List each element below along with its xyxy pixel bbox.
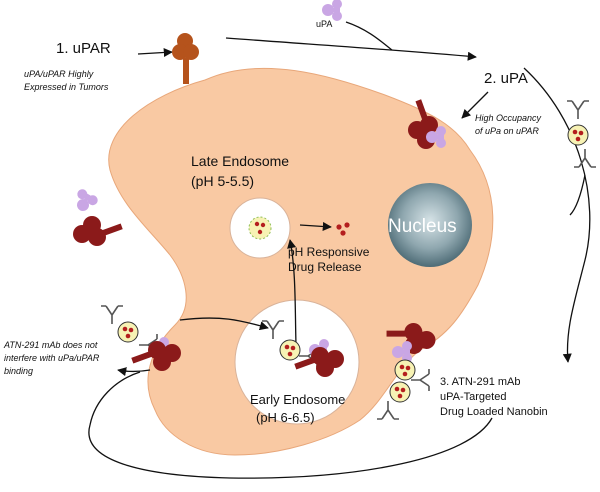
upa-title: 2. uPA: [484, 70, 528, 87]
nanobin-line1: 3. ATN-291 mAb: [440, 376, 521, 388]
early-endosome-line2: (pH 6-6.5): [256, 410, 315, 425]
late-endosome-nanobin: [248, 216, 272, 240]
nanobin-line2: uPA-Targeted: [440, 391, 506, 403]
nucleus-label: Nucleus: [388, 216, 457, 237]
upar-title: 1. uPAR: [56, 40, 111, 57]
upar-note-line2: Expressed in Tumors: [24, 82, 109, 92]
late-endosome-line2: (pH 5-5.5): [191, 173, 254, 189]
occupancy-line1: High Occupancy: [475, 113, 542, 123]
occupancy-line2: of uPa on uPAR: [475, 126, 539, 136]
nanobin-line3: Drug Loaded Nanobin: [440, 406, 548, 418]
arrows: [88, 21, 591, 479]
receptor-upa-complex-left: [70, 187, 123, 246]
cell-body: [108, 67, 494, 456]
atn-note-line2: interfere with uPa/uPAR: [4, 353, 100, 363]
release-line2: Drug Release: [288, 260, 362, 274]
atn-note-line3: binding: [4, 366, 33, 376]
early-endosome: [234, 299, 360, 425]
upar-receptor-top: [172, 33, 199, 84]
nucleus: [388, 183, 472, 267]
upa-small-label: uPA: [316, 19, 332, 29]
released-drug-dots: [336, 222, 350, 236]
nanobins-right: [566, 100, 597, 168]
early-endosome-line1: Early Endosome: [250, 392, 345, 407]
release-line1: pH Responsive: [288, 245, 370, 259]
upa-icon-top: [322, 0, 342, 21]
upar-note-line1: uPA/uPAR Highly: [24, 69, 94, 79]
atn-note-line1: ATN-291 mAb does not: [3, 340, 98, 350]
late-endosome-line1: Late Endosome: [191, 153, 289, 169]
